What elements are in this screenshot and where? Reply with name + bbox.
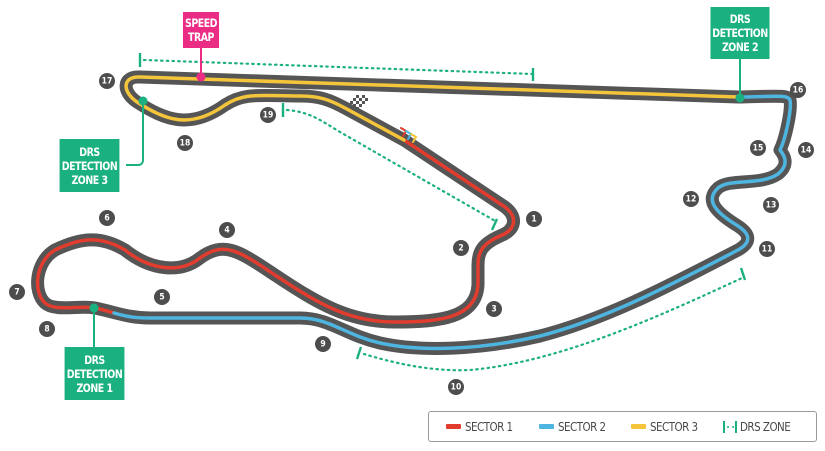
turn-marker-4: 4 — [219, 222, 235, 238]
turn-marker-12: 12 — [683, 191, 699, 207]
sector-3-swatch — [630, 424, 646, 429]
drs-3-line1: DRS — [79, 144, 100, 159]
legend-label: SECTOR 2 — [557, 419, 606, 434]
turn-marker-15: 15 — [750, 140, 766, 156]
speed-trap-text-line2: TRAP — [188, 30, 214, 44]
drs-2-line2: DETECTION — [712, 26, 768, 40]
svg-text:4: 4 — [224, 226, 229, 236]
sector-1-line — [35, 138, 516, 324]
svg-text:18: 18 — [180, 139, 191, 149]
svg-text:11: 11 — [762, 245, 773, 255]
turn-marker-16: 16 — [790, 82, 806, 98]
turn-marker-17: 17 — [99, 73, 115, 89]
drs-detection-3-marker — [138, 96, 148, 106]
svg-text:3: 3 — [491, 305, 496, 315]
legend-sector-2: SECTOR 2 — [538, 419, 613, 434]
svg-text:15: 15 — [753, 144, 764, 154]
turn-marker-10: 10 — [448, 379, 464, 395]
drs-2-line3: ZONE 2 — [721, 40, 759, 54]
drs-detection-2-marker — [735, 93, 745, 103]
turn-marker-13: 13 — [763, 197, 779, 213]
drs-zone-icon — [723, 420, 738, 433]
drs-zone-3 — [355, 267, 747, 372]
drs-zone-2 — [281, 103, 499, 231]
drs-detection-zone-1-label: DRS DETECTION ZONE 1 — [64, 347, 125, 400]
drs-zone-1 — [138, 53, 535, 81]
drs-1-line2: DETECTION — [66, 366, 123, 381]
drs-detection-zone-2-label: DRS DETECTION ZONE 2 — [710, 7, 770, 59]
drs-detection-3-connector — [126, 101, 144, 166]
svg-text:10: 10 — [451, 383, 462, 393]
svg-text:14: 14 — [801, 146, 812, 156]
legend-label: SECTOR 1 — [465, 419, 513, 434]
turn-marker-18: 18 — [177, 135, 193, 151]
svg-text:2: 2 — [458, 244, 463, 254]
turn-marker-8: 8 — [39, 321, 55, 337]
legend-sector-3: SECTOR 3 — [630, 419, 705, 434]
direction-arrows-icon — [400, 127, 418, 143]
drs-zone-dotted-line — [285, 108, 499, 224]
turn-marker-19: 19 — [260, 107, 276, 123]
svg-text:7: 7 — [14, 288, 19, 298]
speed-trap-label: SPEED TRAP — [182, 12, 220, 48]
turn-marker-1: 1 — [526, 211, 542, 227]
chequered-flag-icon — [350, 95, 368, 110]
svg-text:1: 1 — [531, 215, 536, 225]
drs-detection-1-marker — [89, 303, 99, 313]
legend-drs-zone: DRS ZONE — [723, 420, 798, 434]
speed-trap-text-line1: SPEED — [185, 16, 217, 30]
drs-3-line3: ZONE 3 — [71, 172, 108, 187]
drs-2-line1: DRS — [729, 12, 751, 26]
svg-text:17: 17 — [102, 77, 113, 87]
legend-label: DRS ZONE — [740, 419, 791, 434]
turn-marker-7: 7 — [9, 284, 25, 300]
legend-label: SECTOR 3 — [649, 419, 698, 434]
sector-3-line — [124, 75, 740, 142]
sector-1-swatch — [446, 424, 462, 429]
drs-zone-start-marker — [355, 346, 363, 360]
svg-text:9: 9 — [320, 340, 325, 350]
drs-zone-dotted-line — [142, 58, 535, 76]
svg-text:16: 16 — [793, 86, 804, 96]
turn-marker-5: 5 — [154, 289, 170, 305]
drs-3-line2: DETECTION — [61, 158, 118, 173]
svg-text:13: 13 — [766, 201, 777, 211]
turn-marker-3: 3 — [486, 301, 502, 317]
turn-marker-6: 6 — [99, 210, 115, 226]
drs-1-line3: ZONE 1 — [76, 380, 113, 395]
sector-2-line — [112, 94, 793, 351]
speed-trap-marker — [196, 72, 206, 82]
drs-zone-end-marker — [490, 218, 499, 231]
drs-detection-zone-3-label: DRS DETECTION ZONE 3 — [59, 139, 120, 192]
turn-marker-2: 2 — [453, 240, 469, 256]
svg-text:12: 12 — [686, 195, 697, 205]
legend-sector-1: SECTOR 1 — [446, 420, 520, 434]
svg-text:8: 8 — [44, 325, 49, 335]
turn-marker-11: 11 — [759, 241, 775, 257]
turn-marker-14: 14 — [798, 142, 814, 158]
svg-text:19: 19 — [263, 111, 274, 121]
sector-2-swatch — [538, 424, 554, 429]
turn-marker-9: 9 — [315, 336, 331, 352]
svg-text:6: 6 — [104, 214, 109, 224]
drs-zone-dotted-line — [362, 276, 744, 372]
drs-1-line1: DRS — [84, 352, 105, 367]
drs-zone-end-marker — [739, 267, 747, 281]
svg-text:5: 5 — [159, 293, 164, 303]
map-legend: SECTOR 1 SECTOR 2 SECTOR 3 DRS ZONE — [428, 411, 817, 442]
